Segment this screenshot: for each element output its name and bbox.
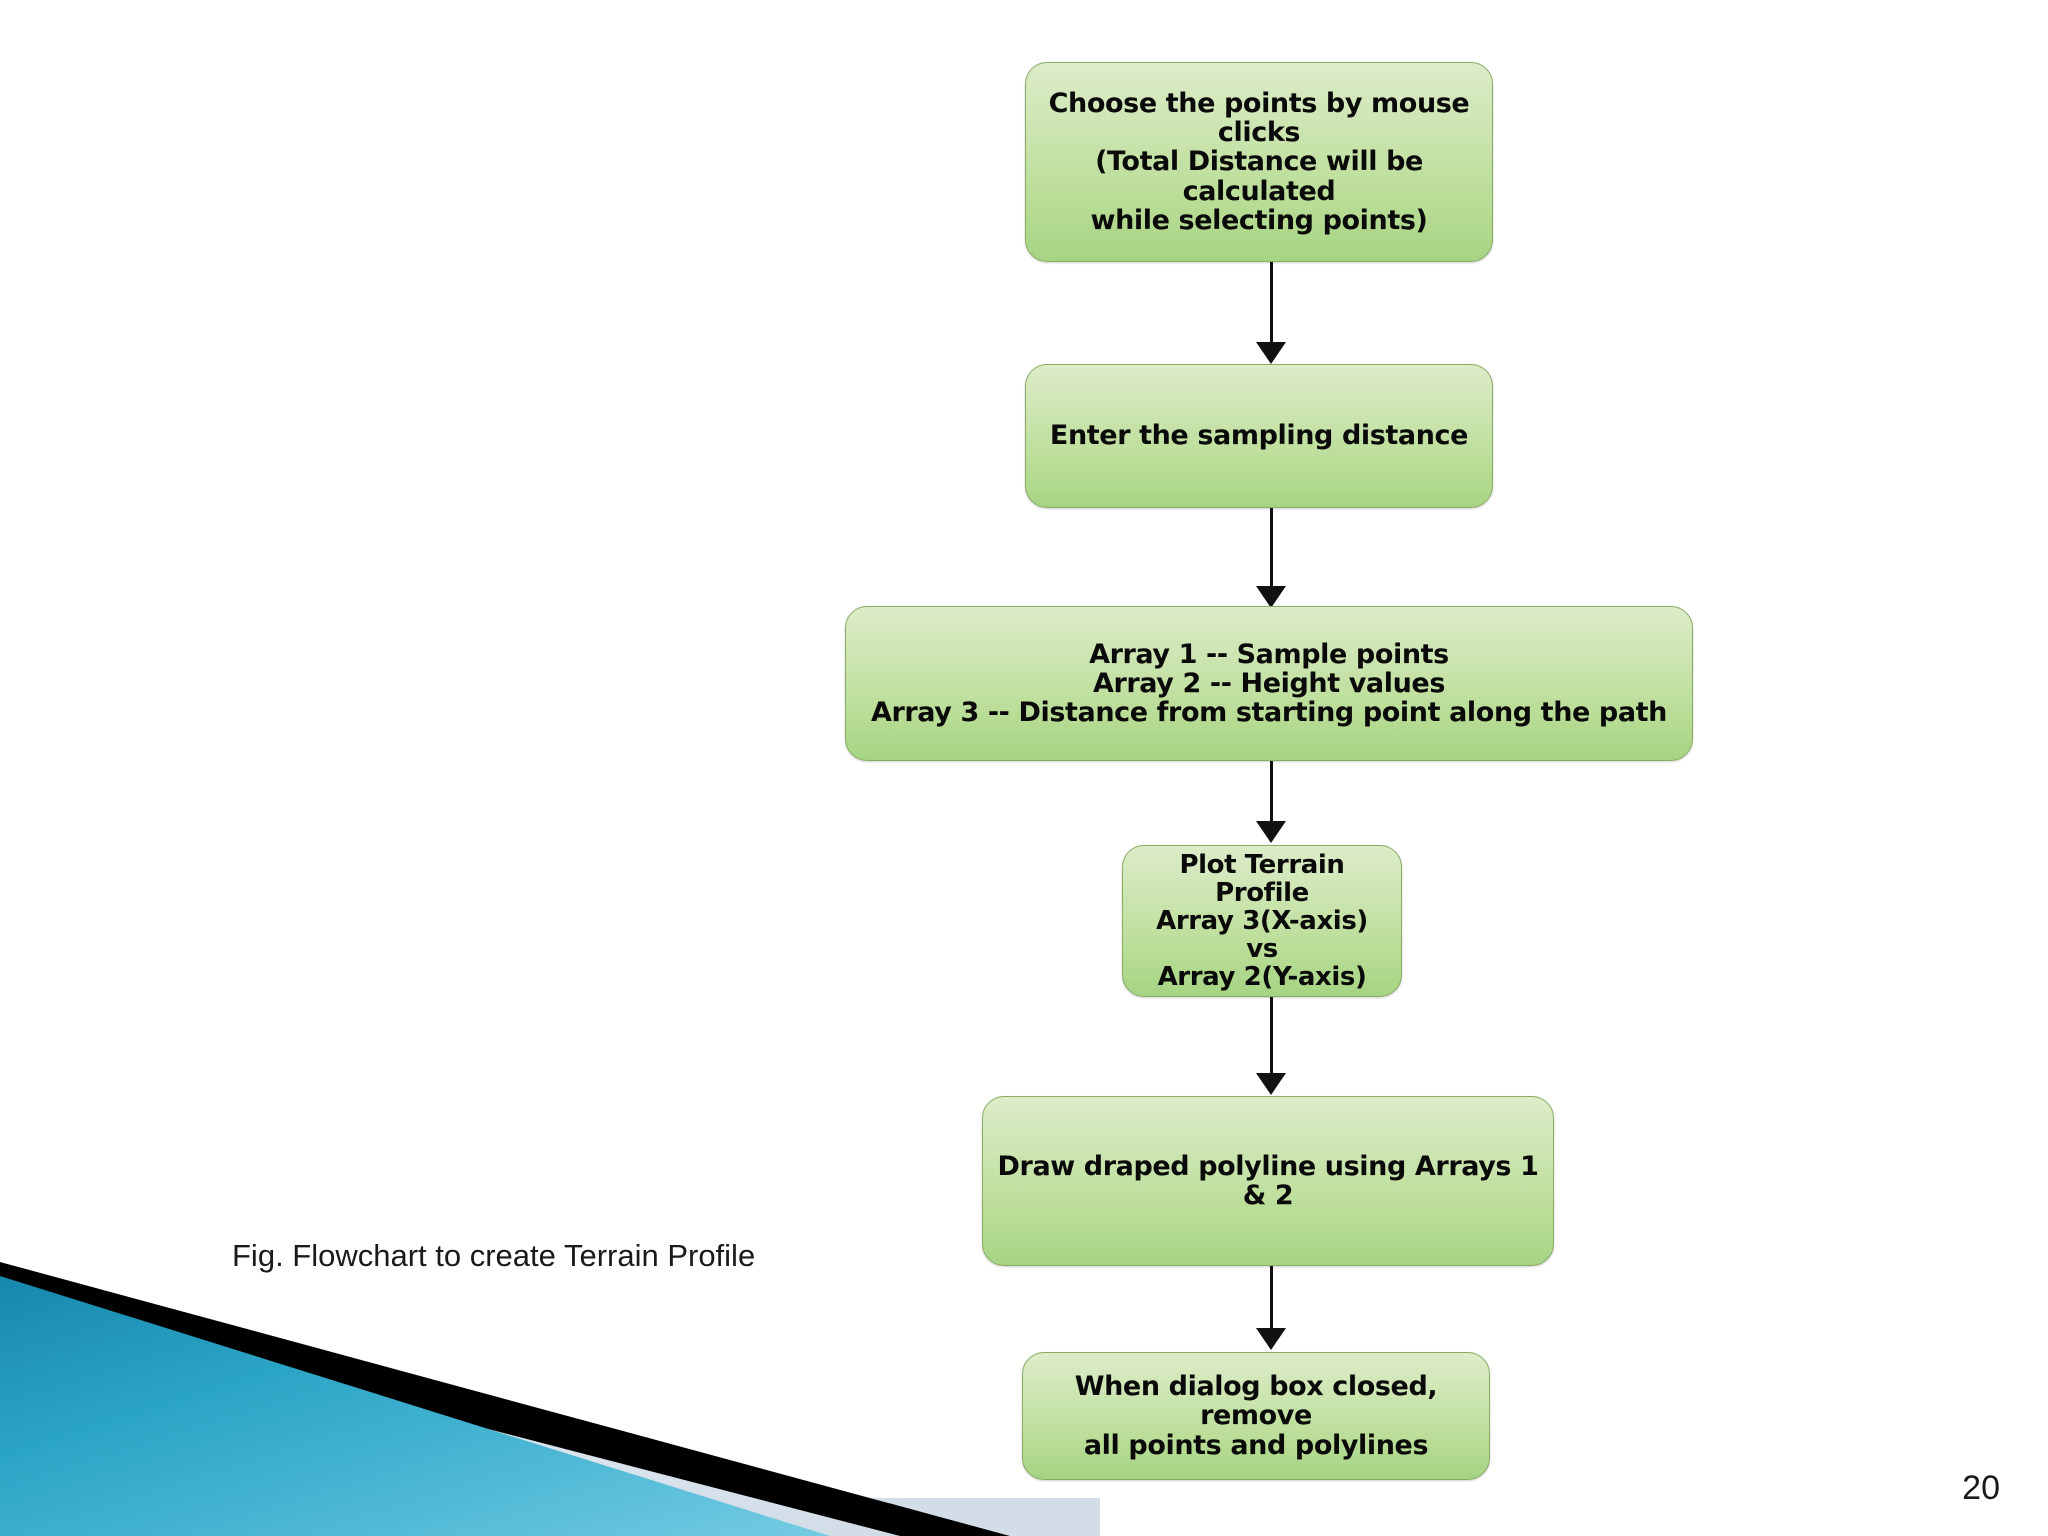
- arrow-head-icon-1: [1256, 342, 1286, 364]
- flow-node-arrays-label: Array 1 -- Sample points Array 2 -- Heig…: [870, 638, 1668, 729]
- flow-node-remove-points-and-polylines[interactable]: When dialog box closed, remove all point…: [1022, 1352, 1490, 1480]
- connector-choose-points-to-sampling: [1270, 262, 1273, 344]
- flow-node-plot-terrain-profile[interactable]: Plot Terrain Profile Array 3(X-axis) vs …: [1122, 845, 1402, 997]
- flow-node-remove-points-and-polylines-label: When dialog box closed, remove all point…: [1074, 1371, 1438, 1461]
- connector-arrays-to-plot-profile: [1270, 761, 1273, 823]
- flow-node-arrays[interactable]: Array 1 -- Sample points Array 2 -- Heig…: [845, 606, 1693, 761]
- connector-sampling-to-arrays: [1270, 508, 1273, 588]
- flow-node-draw-draped-polyline[interactable]: Draw draped polyline using Arrays 1 & 2: [982, 1096, 1554, 1266]
- figure-caption: Fig. Flowchart to create Terrain Profile: [232, 1238, 756, 1273]
- connector-plot-profile-to-draw-polyline: [1270, 997, 1273, 1075]
- page-number: 20: [1962, 1469, 2000, 1507]
- arrow-head-icon-3: [1256, 821, 1286, 843]
- arrow-head-icon-4: [1256, 1073, 1286, 1095]
- flow-node-sampling-distance-label: Enter the sampling distance: [1049, 420, 1469, 452]
- flow-node-draw-draped-polyline-label: Draw draped polyline using Arrays 1 & 2: [997, 1150, 1539, 1211]
- arrow-head-icon-5: [1256, 1328, 1286, 1350]
- flow-node-plot-terrain-profile-label: Plot Terrain Profile Array 3(X-axis) vs …: [1156, 849, 1368, 993]
- flow-node-choose-points-label: Choose the points by mouse clicks (Total…: [1048, 88, 1470, 236]
- flow-node-sampling-distance[interactable]: Enter the sampling distance: [1025, 364, 1493, 508]
- arrow-head-icon-2: [1256, 586, 1286, 608]
- flow-node-choose-points[interactable]: Choose the points by mouse clicks (Total…: [1025, 62, 1493, 262]
- connector-draw-polyline-to-remove-points: [1270, 1266, 1273, 1330]
